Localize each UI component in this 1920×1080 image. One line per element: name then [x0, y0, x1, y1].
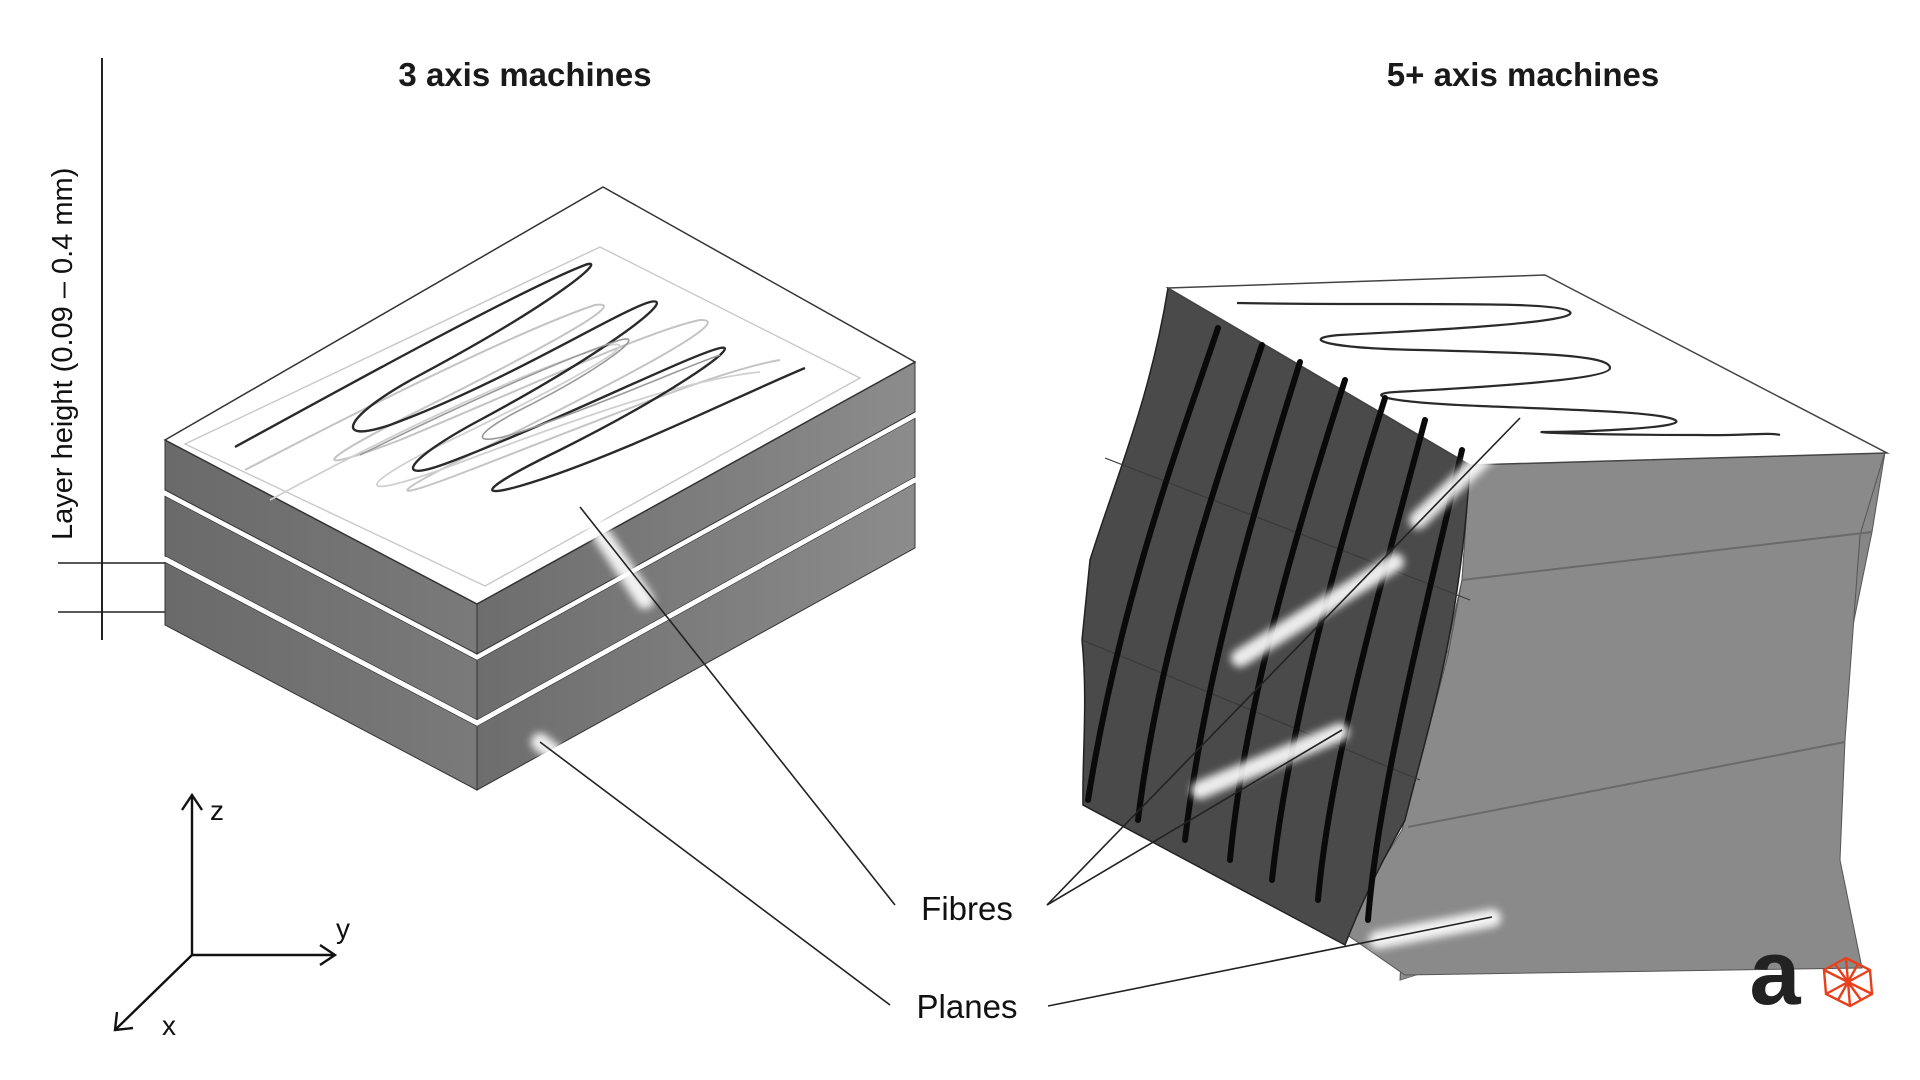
callout-lines [539, 417, 1521, 1007]
z-axis-label: z [210, 795, 224, 826]
fibre-line [1135, 342, 1265, 823]
fibre-line [1365, 447, 1465, 923]
planes-callout-line-right [1047, 916, 1493, 1007]
logo-mesh-icon [1822, 956, 1874, 1008]
five-axis-toolpath [1236, 301, 1781, 437]
fibres-callout-line-right-b [1046, 729, 1343, 906]
fibres-callout-line-left [579, 506, 896, 906]
three-axis-stack [163, 186, 917, 791]
brand-logo: a [1749, 922, 1874, 1024]
logo-letter: a [1749, 922, 1801, 1024]
fibres-callout-line-right-a [1046, 417, 1521, 906]
fibre-line [1085, 325, 1221, 803]
planes-callout-line-left [539, 741, 891, 1006]
top-layer-toolpath-ghost [359, 338, 721, 456]
planes-label: Planes [917, 988, 1018, 1025]
y-axis-label: y [336, 913, 350, 944]
fibres-lines [1085, 325, 1465, 923]
xyz-axes [113, 792, 338, 1032]
layer-height-axis [58, 58, 168, 640]
layer-height-label: Layer height (0.09 – 0.4 mm) [47, 168, 79, 540]
right-title: 5+ axis machines [1387, 56, 1659, 93]
fibre-line [1182, 359, 1303, 843]
five-axis-block [1081, 274, 1890, 981]
left-title: 3 axis machines [398, 56, 651, 93]
fibres-label: Fibres [921, 890, 1013, 927]
fibre-line [1315, 417, 1428, 903]
x-axis-label: x [162, 1010, 176, 1041]
fibre-line [1227, 377, 1348, 863]
fibre-line [1269, 395, 1388, 883]
top-layer-toolpath [234, 262, 806, 493]
